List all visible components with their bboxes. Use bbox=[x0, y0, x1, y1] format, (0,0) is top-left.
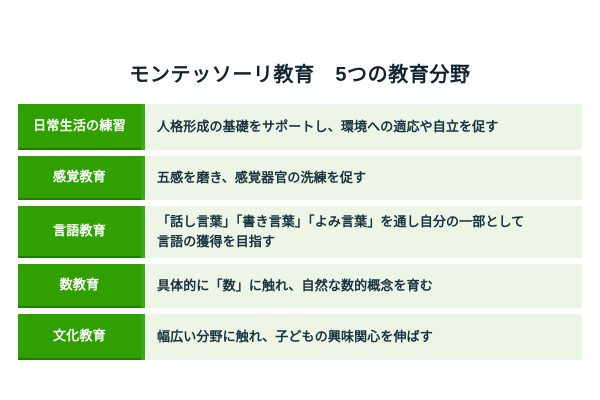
description-line: 五感を磨き、感覚器官の洗練を促す bbox=[157, 169, 367, 185]
description-line: 「話し言葉」「書き言葉」「よみ言葉」を通し自分の一部として bbox=[157, 214, 525, 229]
table-row: 日常生活の練習 人格形成の基礎をサポートし、環境への適応や自立を促す bbox=[18, 104, 582, 150]
row-label-culture: 文化教育 bbox=[18, 314, 141, 361]
row-label-mathematics: 数教育 bbox=[18, 264, 141, 309]
education-fields-table: 日常生活の練習 人格形成の基礎をサポートし、環境への適応や自立を促す 感覚教育 … bbox=[18, 104, 582, 361]
row-label-practical-life: 日常生活の練習 bbox=[18, 104, 141, 150]
row-description-mathematics: 具体的に「数」に触れ、自然な数的概念を育む bbox=[141, 264, 582, 309]
description-line: 人格形成の基礎をサポートし、環境への適応や自立を促す bbox=[157, 118, 499, 134]
description-line: 具体的に「数」に触れ、自然な数的概念を育む bbox=[157, 278, 433, 294]
row-label-sensorial: 感覚教育 bbox=[18, 156, 141, 200]
table-row: 文化教育 幅広い分野に触れ、子どもの興味関心を伸ばす bbox=[18, 314, 582, 361]
table-row: 感覚教育 五感を磨き、感覚器官の洗練を促す bbox=[18, 156, 582, 200]
row-description-culture: 幅広い分野に触れ、子どもの興味関心を伸ばす bbox=[141, 314, 582, 361]
table-row: 言語教育 「話し言葉」「書き言葉」「よみ言葉」を通し自分の一部として 言語の獲得… bbox=[18, 206, 582, 259]
page-title: モンテッソーリ教育 5つの教育分野 bbox=[129, 64, 471, 87]
row-description-language: 「話し言葉」「書き言葉」「よみ言葉」を通し自分の一部として 言語の獲得を目指す bbox=[141, 206, 582, 259]
description-line: 幅広い分野に触れ、子どもの興味関心を伸ばす bbox=[157, 329, 433, 345]
row-description-practical-life: 人格形成の基礎をサポートし、環境への適応や自立を促す bbox=[141, 104, 582, 150]
description-line: 言語の獲得を目指す bbox=[157, 234, 276, 250]
row-label-language: 言語教育 bbox=[18, 206, 141, 259]
table-row: 数教育 具体的に「数」に触れ、自然な数的概念を育む bbox=[18, 264, 582, 309]
row-description-sensorial: 五感を磨き、感覚器官の洗練を促す bbox=[141, 156, 582, 200]
page-title-container: モンテッソーリ教育 5つの教育分野 bbox=[0, 50, 600, 101]
